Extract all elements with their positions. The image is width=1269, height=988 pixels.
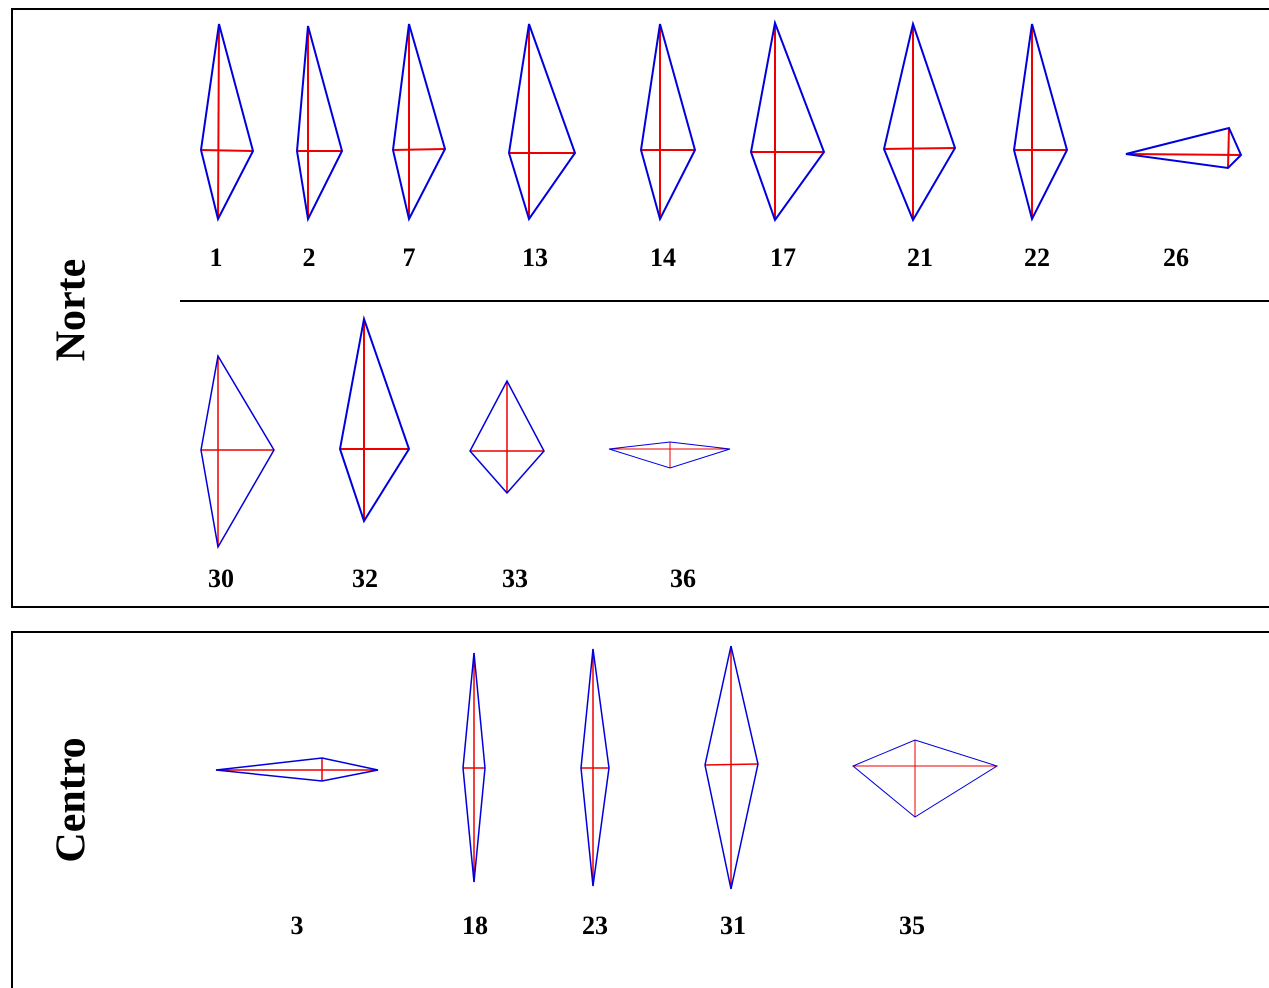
kite-axis-short xyxy=(1125,153,1242,156)
kite-shape-31: 31 xyxy=(704,645,759,940)
kite-shape-21: 21 xyxy=(882,20,957,272)
kite-label-17: 17 xyxy=(770,243,796,272)
norte-row-2-shapes: 30 32 33 36 xyxy=(200,315,731,593)
kite-shape-13: 13 xyxy=(507,23,577,272)
kite-outline xyxy=(852,739,999,818)
kite-outline xyxy=(1012,23,1069,222)
kite-label-35: 35 xyxy=(899,911,925,940)
kite-label-32: 32 xyxy=(352,564,378,593)
kite-label-2: 2 xyxy=(303,243,316,272)
kite-shape-17: 17 xyxy=(749,19,826,272)
kite-label-14: 14 xyxy=(650,243,676,272)
kite-axis-long xyxy=(1227,127,1230,169)
kite-outline xyxy=(462,652,486,883)
kite-outline xyxy=(580,648,610,887)
kite-shape-30: 30 xyxy=(200,353,275,593)
kite-shape-32: 32 xyxy=(338,315,411,593)
kite-shape-1: 1 xyxy=(199,23,255,272)
kite-axis-short xyxy=(392,148,446,151)
kite-label-21: 21 xyxy=(907,243,933,272)
kite-label-31: 31 xyxy=(720,911,746,940)
kite-outline xyxy=(704,645,759,890)
kite-shape-36: 36 xyxy=(608,441,731,593)
kite-outline xyxy=(749,19,826,223)
kite-outline xyxy=(469,379,545,495)
kite-shape-22: 22 xyxy=(1012,23,1069,272)
kite-label-36: 36 xyxy=(670,564,696,593)
kite-outline xyxy=(338,315,411,524)
kite-outline xyxy=(1125,126,1243,170)
kite-outline xyxy=(199,23,255,222)
kite-label-13: 13 xyxy=(522,243,548,272)
kite-outline xyxy=(882,20,957,223)
kite-label-22: 22 xyxy=(1024,243,1050,272)
kite-outline xyxy=(639,23,697,222)
kite-shape-23: 23 xyxy=(580,648,610,940)
kite-outline xyxy=(295,25,344,223)
kite-label-1: 1 xyxy=(210,243,223,272)
kite-label-33: 33 xyxy=(502,564,528,593)
kite-outline xyxy=(215,757,379,782)
kite-outline xyxy=(507,23,577,222)
kite-label-30: 30 xyxy=(208,564,234,593)
kite-shape-18: 18 xyxy=(462,652,488,940)
kite-label-7: 7 xyxy=(403,243,416,272)
kite-shape-3: 3 xyxy=(215,757,379,940)
kite-axis-short xyxy=(200,149,254,152)
kite-axis-short xyxy=(704,763,759,766)
kite-shape-33: 33 xyxy=(469,379,545,593)
kite-shape-14: 14 xyxy=(639,23,697,272)
kite-axis-short xyxy=(883,147,956,150)
panel-norte-border xyxy=(11,8,1269,608)
kite-outline xyxy=(608,441,731,469)
kite-shape-2: 2 xyxy=(295,25,344,272)
panel-centro: Centro 3 18 23 31 35 xyxy=(11,631,1269,988)
norte-row-1-shapes: 1 2 7 13 14 17 21 22 26 xyxy=(199,19,1243,272)
panel-norte: Norte 1 2 7 13 14 17 21 22 26 30 32 33 36 xyxy=(11,8,1269,608)
kite-label-3: 3 xyxy=(291,911,304,940)
kite-shape-7: 7 xyxy=(391,23,447,272)
region-label-norte: Norte xyxy=(49,259,95,362)
kite-label-18: 18 xyxy=(462,911,488,940)
region-label-centro: Centro xyxy=(49,737,95,862)
kite-label-26: 26 xyxy=(1163,243,1189,272)
kite-axis-long xyxy=(217,23,220,220)
kite-shape-35: 35 xyxy=(852,739,999,940)
centro-row-shapes: 3 18 23 31 35 xyxy=(215,645,999,940)
kite-shape-26: 26 xyxy=(1125,126,1243,272)
panel-centro-border xyxy=(11,631,1269,988)
kite-outline xyxy=(200,353,275,550)
kite-label-23: 23 xyxy=(582,911,608,940)
kite-outline xyxy=(391,23,447,222)
